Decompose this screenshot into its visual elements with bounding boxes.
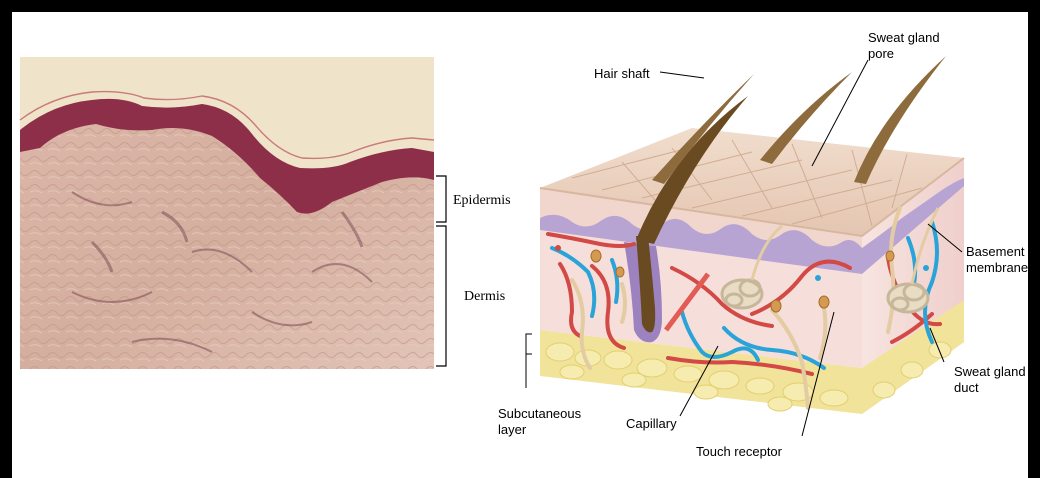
sweat-gland-duct-label-line2: duct [954,380,979,395]
epidermis-bracket [436,176,446,222]
skin-figure: Epidermis Dermis [12,12,1028,478]
subcutaneous-label-line2: layer [498,422,527,437]
touch-receptor-label: Touch receptor [696,444,783,459]
sweat-gland-pore-label-line2: pore [868,46,894,61]
subcutaneous-label-line1: Subcutaneous [498,406,582,421]
sweat-gland-duct-label-line1: Sweat gland [954,364,1026,379]
skin-block-diagram [540,56,964,414]
dermis-bracket [436,226,446,366]
basement-membrane-label-line2: membrane [966,260,1028,275]
histology-micrograph [20,57,434,369]
dermis-label: Dermis [464,289,505,304]
basement-membrane-label-line1: Basement [966,244,1025,259]
hair-shaft-label: Hair shaft [594,66,650,81]
sweat-gland-pore-label-line1: Sweat gland [868,30,940,45]
figure-frame: Epidermis Dermis [12,12,1028,478]
subcutaneous-bracket [526,334,532,388]
epidermis-label: Epidermis [453,193,511,208]
capillary-label: Capillary [626,416,677,431]
